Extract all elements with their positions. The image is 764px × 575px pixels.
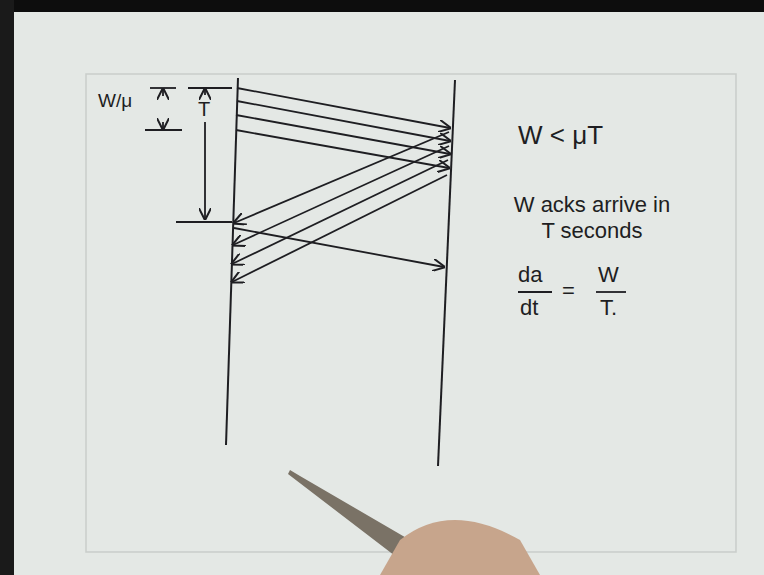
receiver-timeline bbox=[438, 80, 455, 466]
formula-term: = bbox=[562, 278, 575, 304]
left-frame bbox=[0, 0, 14, 575]
interval-label: W/μ bbox=[98, 90, 132, 113]
hand bbox=[380, 520, 540, 575]
top-frame bbox=[0, 0, 764, 12]
condition-note: W < μT bbox=[518, 120, 603, 151]
interval-label: T bbox=[198, 97, 210, 121]
fraction-bar bbox=[518, 291, 552, 293]
fraction-bar bbox=[596, 291, 626, 293]
slide-border bbox=[86, 74, 736, 552]
packet-arrows bbox=[232, 88, 450, 282]
formula-term: T. bbox=[600, 295, 617, 321]
formula-term: dt bbox=[520, 295, 538, 321]
formula-term: W bbox=[598, 262, 619, 288]
interval-brackets bbox=[145, 88, 232, 222]
formula-term: da bbox=[518, 262, 542, 288]
note-text: W acks arrive in T seconds bbox=[512, 192, 672, 245]
